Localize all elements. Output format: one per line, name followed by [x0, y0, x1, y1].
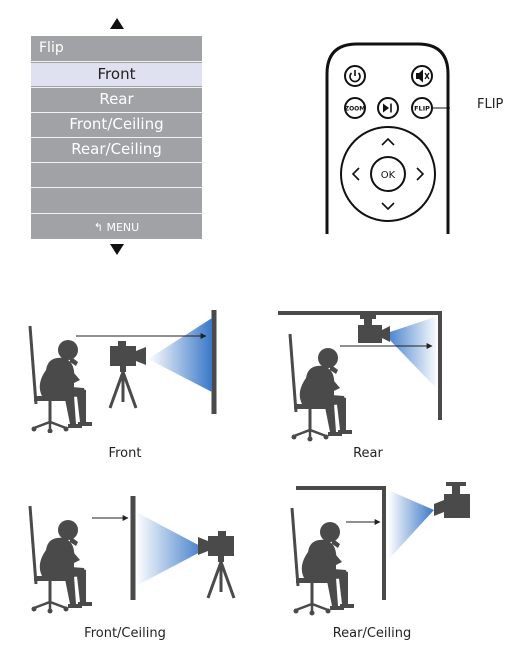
svg-text:ZOOM: ZOOM [345, 106, 366, 113]
menu-item-rear-ceiling[interactable]: Rear/Ceiling [71, 140, 162, 158]
menu-item-front[interactable]: Front [31, 63, 202, 86]
menu-footer-label: MENU [106, 221, 140, 234]
rear-ceiling-projection-diagram [290, 482, 470, 617]
chevron-right-icon [416, 167, 425, 181]
play-pause-icon [383, 103, 389, 113]
menu-item-front-ceiling[interactable]: Front/Ceiling [69, 115, 164, 133]
menu-back-button[interactable]: ↰ MENU [31, 220, 202, 236]
menu-down-arrow-icon[interactable] [110, 244, 124, 255]
svg-text:OK: OK [381, 170, 396, 181]
chevron-down-icon [381, 202, 395, 211]
menu-title: Flip [39, 40, 64, 56]
flip-callout-label: FLIP [477, 97, 504, 112]
flip-button[interactable]: FLIP [411, 97, 433, 119]
chevron-left-icon [351, 167, 360, 181]
flip-menu: Flip Front Rear Front/Ceiling Rear/Ceili… [31, 36, 202, 239]
projection-beam [388, 490, 434, 560]
projection-beam [148, 318, 212, 392]
menu-item-empty [31, 163, 202, 186]
caption-front-ceiling: Front/Ceiling [84, 626, 166, 641]
projection-beam [384, 316, 438, 390]
zoom-button[interactable]: ZOOM [344, 97, 366, 119]
play-pause-button[interactable] [377, 97, 399, 119]
chevron-up-icon [381, 137, 395, 146]
projection-beam [136, 512, 206, 586]
power-icon [349, 72, 361, 83]
caption-rear-ceiling: Rear/Ceiling [332, 626, 412, 641]
ok-button [370, 156, 406, 192]
mute-button[interactable] [411, 65, 433, 87]
menu-item-rear[interactable]: Rear [99, 90, 134, 108]
menu-divider [31, 61, 202, 62]
menu-divider [31, 112, 202, 113]
svg-text:FLIP: FLIP [414, 105, 430, 113]
back-arrow-icon: ↰ [93, 221, 103, 234]
menu-divider [31, 162, 202, 163]
remote-control: ZOOM FLIP OK [325, 42, 450, 234]
menu-divider [31, 213, 202, 214]
caption-front: Front [108, 446, 142, 461]
menu-divider [31, 87, 202, 88]
menu-item-empty [31, 188, 202, 211]
menu-divider [31, 187, 202, 188]
rear-projection-diagram [278, 311, 442, 443]
front-ceiling-projection-diagram [28, 496, 236, 614]
d-pad[interactable]: OK [340, 126, 436, 222]
front-projection-diagram [28, 310, 217, 433]
caption-rear: Rear [353, 446, 383, 461]
menu-divider [31, 137, 202, 138]
power-button[interactable] [344, 65, 366, 87]
menu-up-arrow-icon[interactable] [110, 18, 124, 29]
mute-icon [416, 69, 423, 83]
